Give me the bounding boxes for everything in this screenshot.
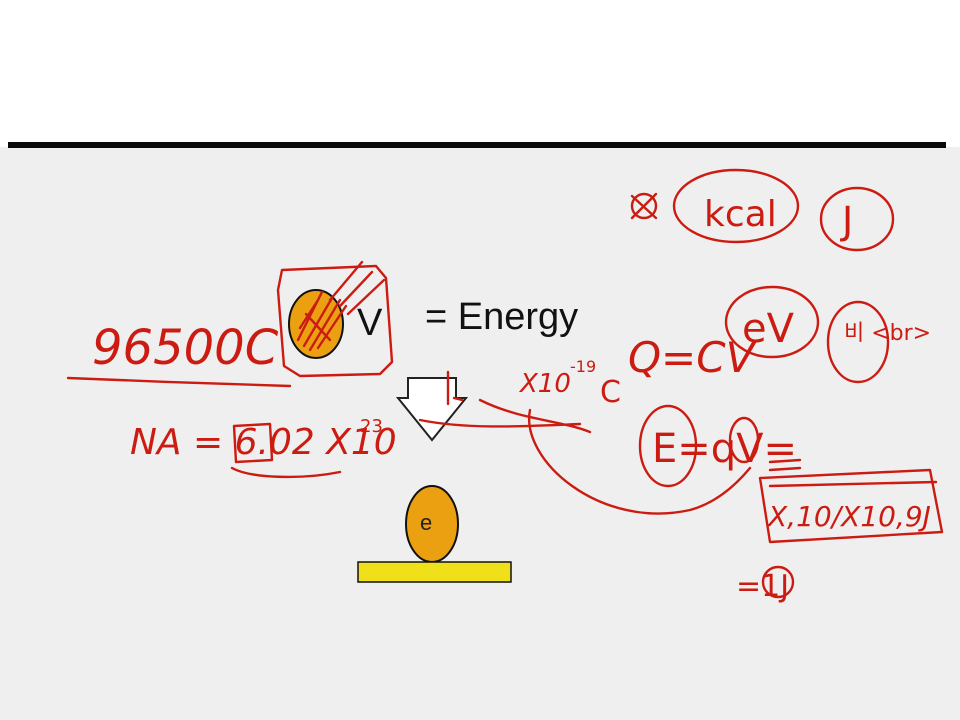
connector-curve bbox=[527, 408, 752, 515]
elementary-charge-exponent-text: -19 bbox=[570, 357, 596, 376]
joule-circle bbox=[819, 186, 895, 252]
v-double-underline bbox=[768, 458, 802, 472]
crossed-circle-x bbox=[630, 192, 658, 220]
avogadro-box bbox=[232, 422, 274, 464]
electron-label: e bbox=[420, 510, 433, 535]
canvas-background bbox=[0, 147, 960, 720]
coulomb-unit-text: C bbox=[600, 375, 621, 410]
sphere-box-hatch bbox=[328, 260, 386, 316]
faraday-underline bbox=[66, 376, 292, 388]
product-box-inner bbox=[768, 480, 938, 488]
korean-ratio-text: 비 <br> bbox=[844, 321, 931, 346]
energy-eq-text: E=qV= bbox=[652, 426, 797, 472]
metal-plate-icon bbox=[357, 561, 512, 583]
ev-text: eV bbox=[742, 306, 795, 352]
kcal-circle bbox=[672, 168, 800, 244]
title-divider bbox=[8, 142, 946, 148]
sphere-scribble bbox=[296, 290, 348, 352]
faraday-constant-text: 96500C bbox=[92, 320, 279, 376]
product-box bbox=[758, 468, 944, 544]
crossed-circle bbox=[630, 192, 658, 220]
joule-text: J bbox=[840, 199, 853, 243]
q-equals-cv-text: Q=CV bbox=[628, 333, 758, 382]
connector-a bbox=[478, 398, 592, 434]
energy-equation: = Energy bbox=[425, 296, 579, 338]
result-text: =1J bbox=[736, 569, 789, 604]
top-margin bbox=[0, 0, 960, 145]
ink-text: 96500C NA = 6.02 X10 23 kcal J eV 비 <br>… bbox=[92, 194, 931, 604]
kcal-text: kcal bbox=[704, 194, 777, 235]
product-text: X,10/X10,9J bbox=[766, 500, 931, 533]
energy-circle bbox=[638, 404, 698, 488]
sphere-box bbox=[276, 264, 394, 378]
elementary-charge-text: X10 bbox=[518, 369, 571, 399]
avogadro-exponent-text: 23 bbox=[360, 416, 383, 437]
connector-b bbox=[418, 418, 582, 428]
result-circle bbox=[761, 565, 795, 599]
handwritten-ink bbox=[66, 168, 944, 599]
avogadro-underline bbox=[230, 466, 342, 479]
voltage-symbol: V bbox=[357, 302, 383, 344]
korean-circle bbox=[826, 300, 890, 384]
arrow-tally bbox=[446, 370, 464, 406]
avogadro-text: NA = 6.02 X10 bbox=[130, 422, 397, 463]
ev-circle bbox=[724, 285, 820, 359]
q-circle bbox=[728, 416, 760, 464]
